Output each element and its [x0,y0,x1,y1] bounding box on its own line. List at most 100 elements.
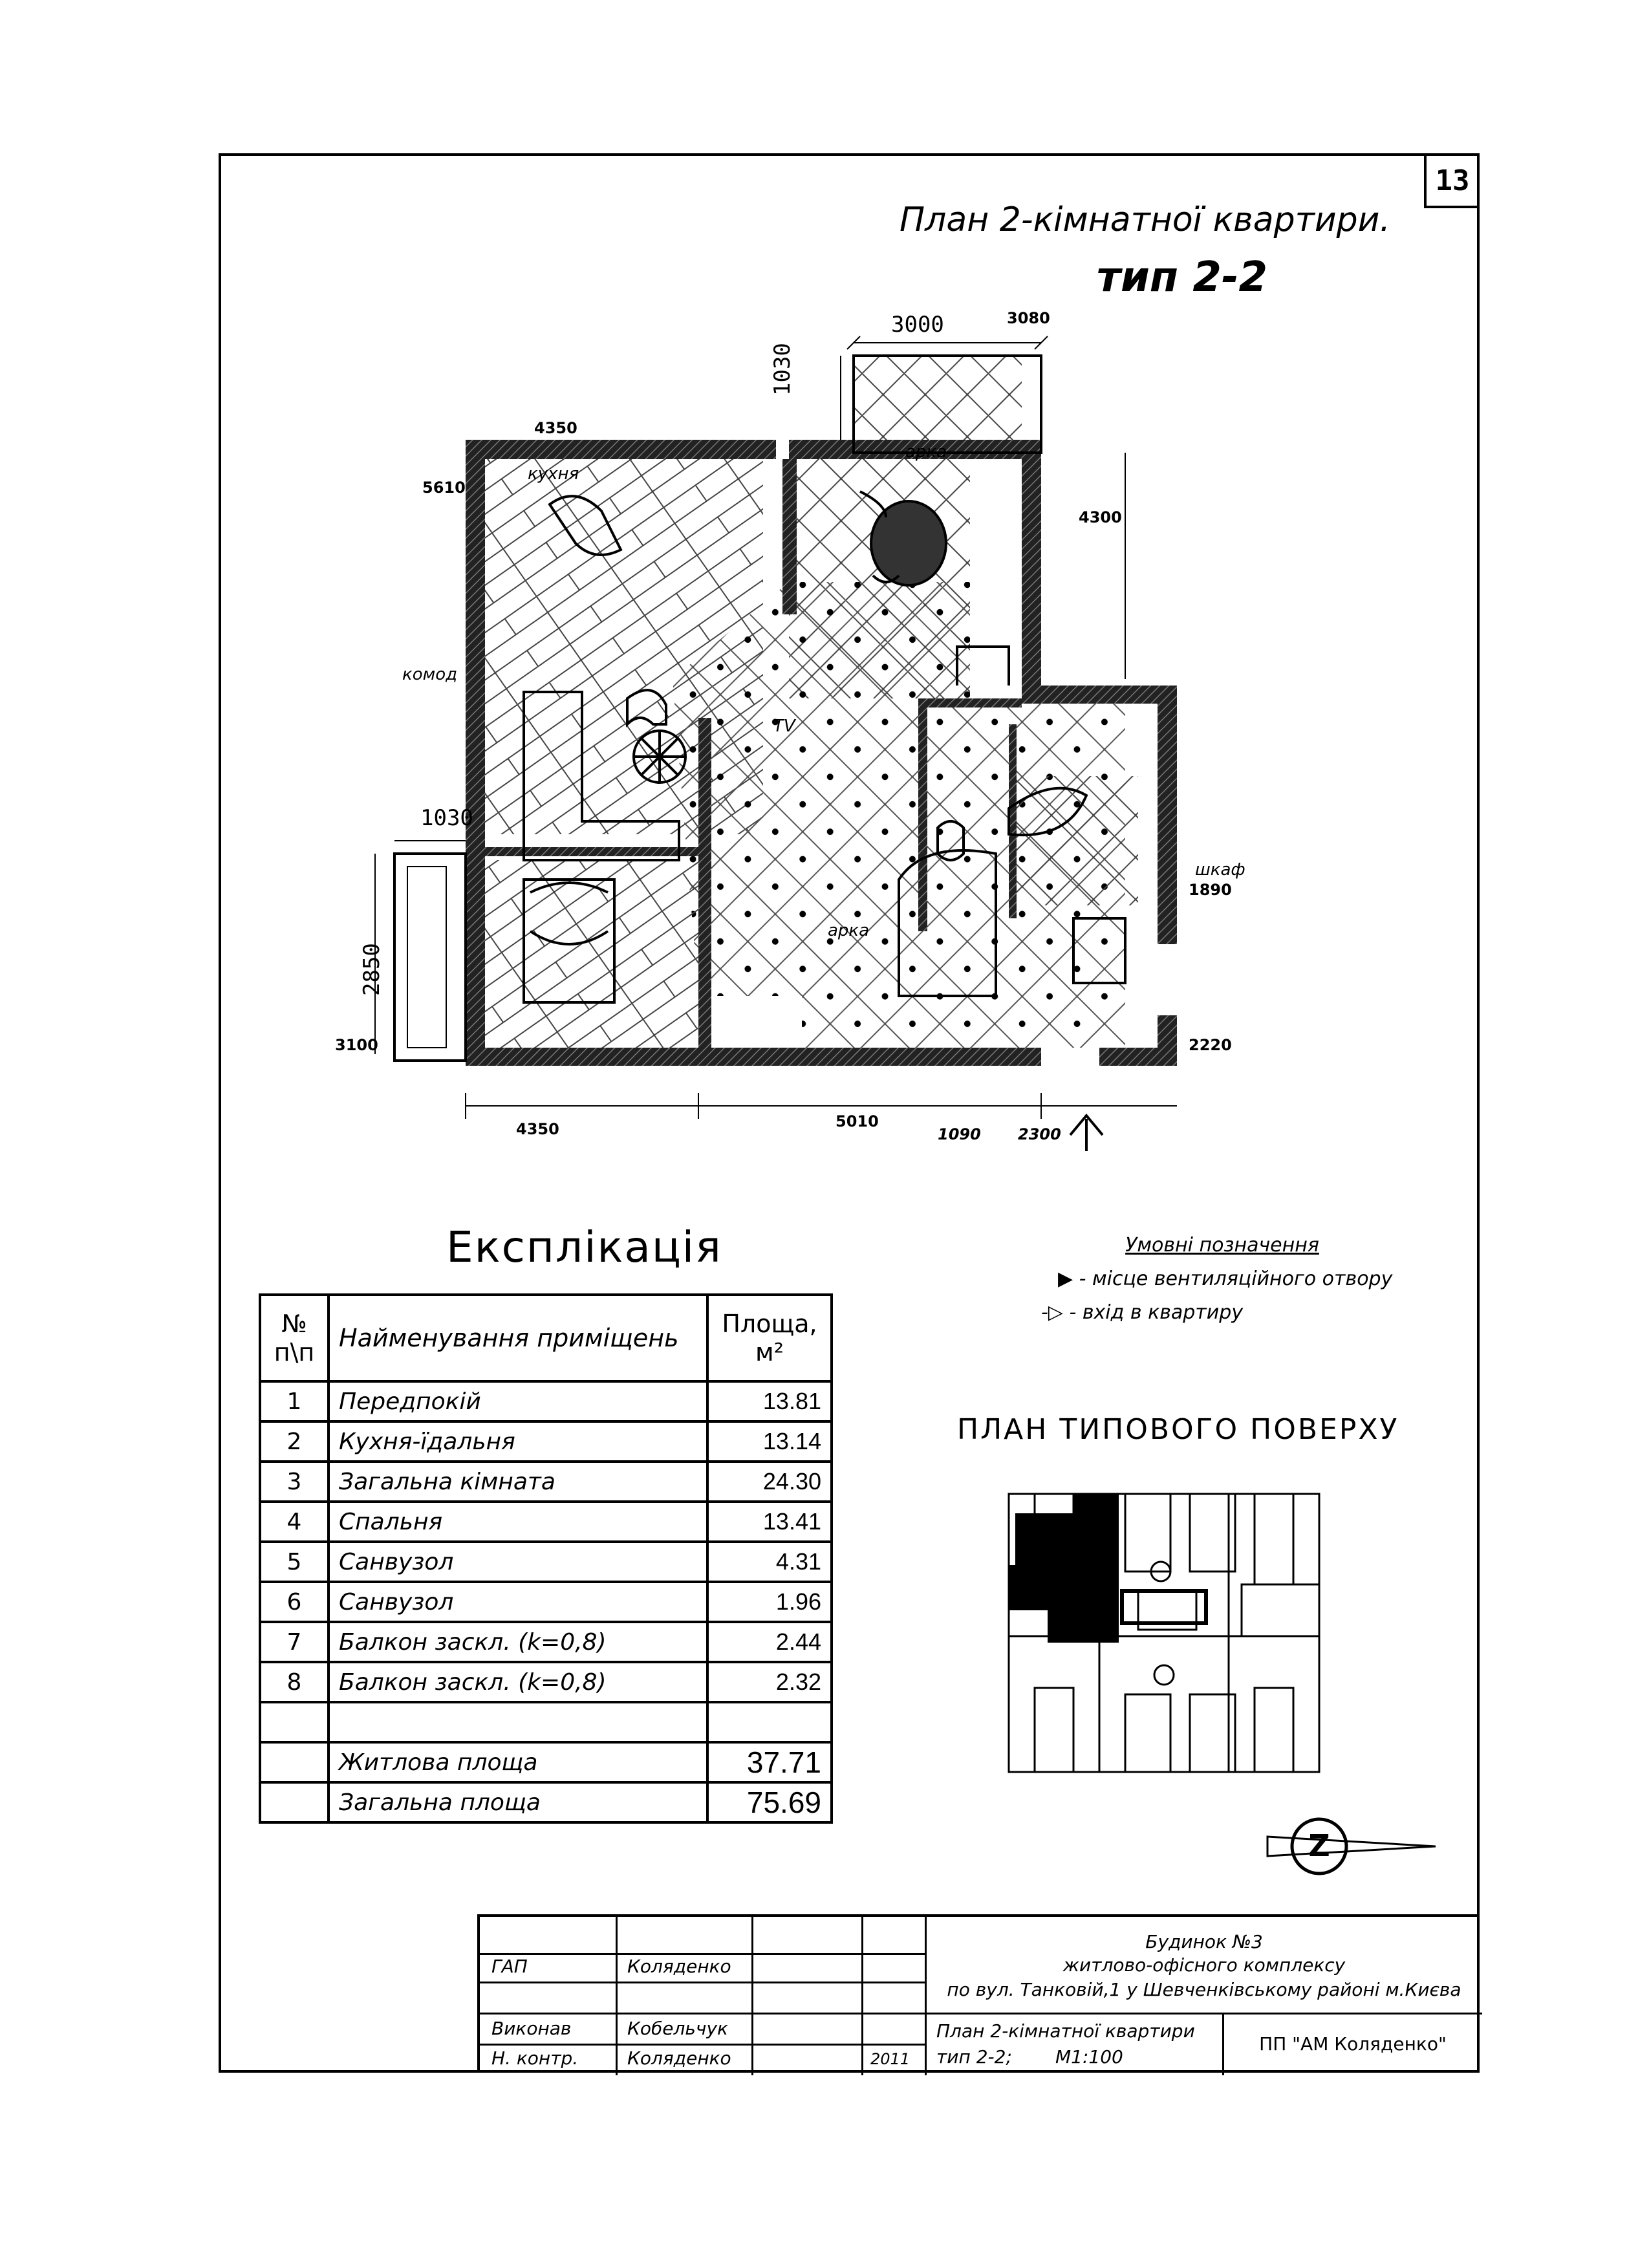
dim-2850: 2850 [359,943,385,996]
empty-cell [259,1781,330,1824]
row-area: 4.31 [706,1540,833,1583]
north-arrow-icon: Z [1266,1817,1436,1875]
stamp-divider [480,2013,1482,2014]
furniture [523,490,1126,1004]
exterior-walls [466,440,1177,1066]
stamp-divider [616,1917,618,2075]
note-chest: комод [402,665,458,684]
stamp-divider [925,1917,927,2075]
note-wardrobe: шкаф [1195,860,1245,880]
total-area: 37.71 [706,1741,833,1784]
row-num: 8 [259,1661,330,1703]
dim-4300: 4300 [1079,508,1122,526]
stamp-role-control: Н. контр. [491,2047,579,2069]
entry-arrow-icon: -▷ [1041,1301,1063,1324]
sheet-number: 13 [1424,155,1478,208]
dim-2220: 2220 [1189,1036,1232,1054]
explication-header-row: № п\п Найменування приміщень Площа, м² [259,1293,833,1383]
plan-type-label: тип 2-2 [1096,254,1267,301]
stamp-divider [861,1917,863,2075]
stamp-building: Будинок №3 [1145,1931,1263,1952]
entrance-arrow [1069,1113,1104,1151]
empty-cell [259,1741,330,1784]
total-area: 75.69 [706,1781,833,1824]
dim-1090: 1090 [938,1125,981,1143]
stamp-divider [480,1982,925,1983]
row-num: 7 [259,1621,330,1663]
legend-item-entry: -▷ - вхід в квартиру [1041,1301,1243,1324]
row-num: 2 [259,1420,330,1463]
dim-1030-top: 1030 [770,343,795,396]
empty-cell [259,1701,330,1744]
table-row-empty [259,1701,833,1744]
row-num: 3 [259,1460,330,1503]
stamp-divider [751,1917,753,2075]
plan-title: План 2-кімнатної квартири. [900,200,1390,239]
row-name: Санвузол [327,1540,709,1583]
stamp-divider [480,1953,925,1955]
row-num: 6 [259,1581,330,1623]
row-area: 2.32 [706,1661,833,1703]
dim-3000: 3000 [891,312,944,338]
row-num: 4 [259,1500,330,1543]
row-name: Балкон заскл. (k=0,8) [327,1621,709,1663]
stamp-divider [480,2044,925,2046]
empty-cell [327,1701,709,1744]
row-name: Загальна кімната [327,1460,709,1503]
row-name: Санвузол [327,1581,709,1623]
stamp-role-exec: Виконав [491,2018,572,2039]
row-name: Передпокій [327,1380,709,1423]
stamp-address: по вул. Танковій,1 у Шевченківському рай… [947,1979,1461,2000]
dim-1890: 1890 [1189,881,1232,899]
stamp-scale: М1:100 [1055,2046,1123,2068]
dim-3080: 3080 [1007,309,1050,327]
header-area: Площа, м² [706,1293,833,1383]
header-area-unit: м² [755,1338,784,1366]
note-arch-bottom: арка [828,921,870,940]
legend-text: - місце вентиляційного отвору [1079,1268,1393,1290]
note-tv: TV [773,717,795,736]
total-name: Загальна площа [327,1781,709,1824]
apartment-floor-plan [374,336,1177,1151]
row-area: 24.30 [706,1460,833,1503]
total-name: Житлова площа [327,1741,709,1784]
dim-5010: 5010 [835,1112,879,1130]
typical-floor-plan [1008,1493,1320,1773]
interior-walls [485,459,1022,1048]
stamp-name-gap: Коляденко [627,1956,731,1977]
bathroom-floor [1009,776,1138,905]
row-num: 5 [259,1540,330,1583]
drawing-frame [219,153,1480,2073]
stamp-company: ПП "АМ Коляденко" [1259,2033,1447,2055]
highlighted-apartment [1009,1494,1119,1643]
legend-text: - вхід в квартиру [1069,1301,1244,1324]
explication-title: Експлікація [446,1222,722,1272]
dim-4350-top: 4350 [534,419,577,437]
dim-3100: 3100 [335,1036,378,1054]
kitchen-balcony-floor [854,356,1022,453]
row-area: 2.44 [706,1621,833,1663]
empty-cell [706,1701,833,1744]
bedroom-balcony-rail [407,866,447,1048]
note-arch-top: арка [905,442,947,462]
row-area: 1.96 [706,1581,833,1623]
dim-2300: 2300 [1018,1125,1061,1143]
stamp-year: 2011 [870,2050,911,2068]
header-name: Найменування приміщень [327,1293,709,1383]
row-num: 1 [259,1380,330,1423]
kitchen-balcony [852,354,1042,454]
row-name: Балкон заскл. (k=0,8) [327,1661,709,1703]
stamp-name-exec: Кобельчук [627,2018,728,2039]
row-area: 13.41 [706,1500,833,1543]
north-symbol-text: Z [1308,1828,1330,1863]
stamp-sheet-title: План 2-кімнатної квартири [936,2020,1195,2042]
dim-4350-bottom: 4350 [516,1120,559,1138]
typical-floor-title: ПЛАН ТИПОВОГО ПОВЕРХУ [957,1413,1399,1446]
